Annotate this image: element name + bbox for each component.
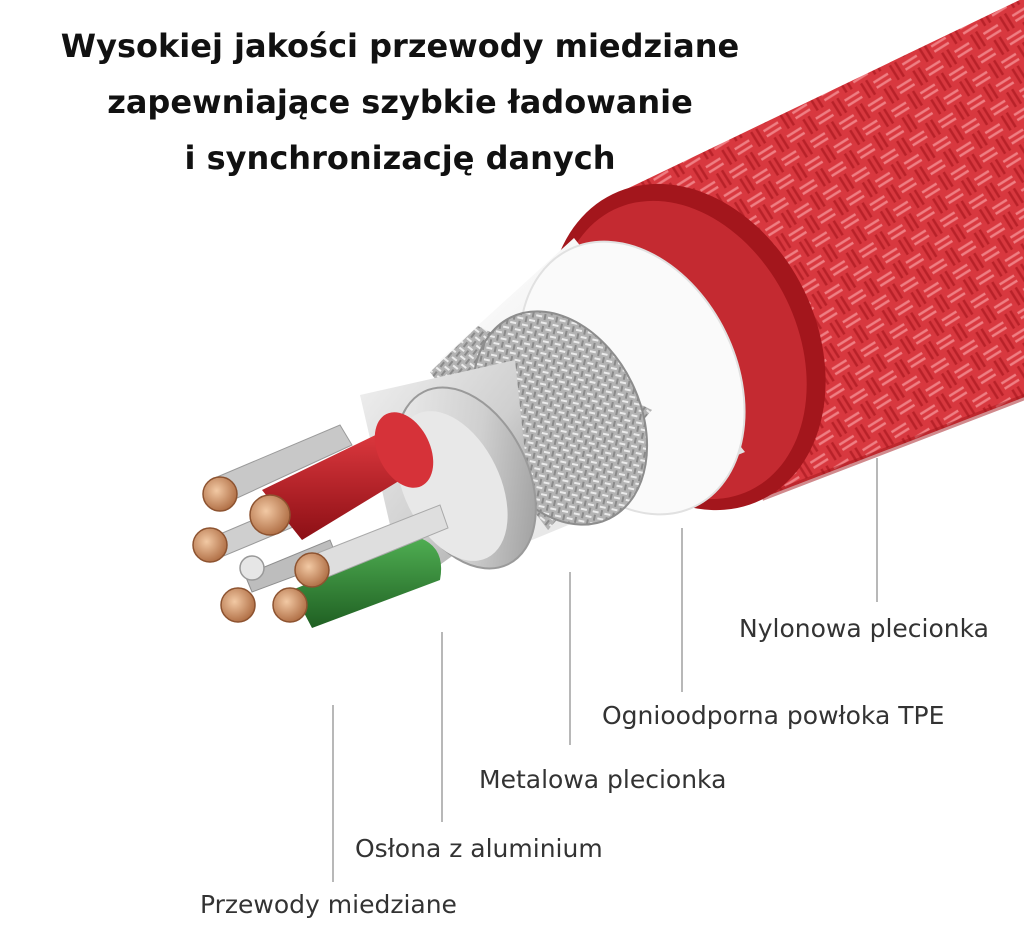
label-nylon-braid: Nylonowa plecionka <box>739 614 989 643</box>
headline-line-3: i synchronizację danych <box>184 139 616 177</box>
label-copper-wires: Przewody miedziane <box>200 890 457 919</box>
copper-wires <box>192 412 449 628</box>
headline-line-1: Wysokiej jakości przewody miedziane <box>60 27 740 65</box>
leader-lines <box>332 458 878 882</box>
headline-line-2: zapewniające szybkie ładowanie <box>107 83 693 121</box>
label-tpe-sheath: Ognioodporna powłoka TPE <box>602 701 945 730</box>
label-aluminium-shield: Osłona z aluminium <box>355 834 603 863</box>
label-metal-braid: Metalowa plecionka <box>479 765 727 794</box>
headline: Wysokiej jakości przewody miedziane zape… <box>0 18 800 186</box>
